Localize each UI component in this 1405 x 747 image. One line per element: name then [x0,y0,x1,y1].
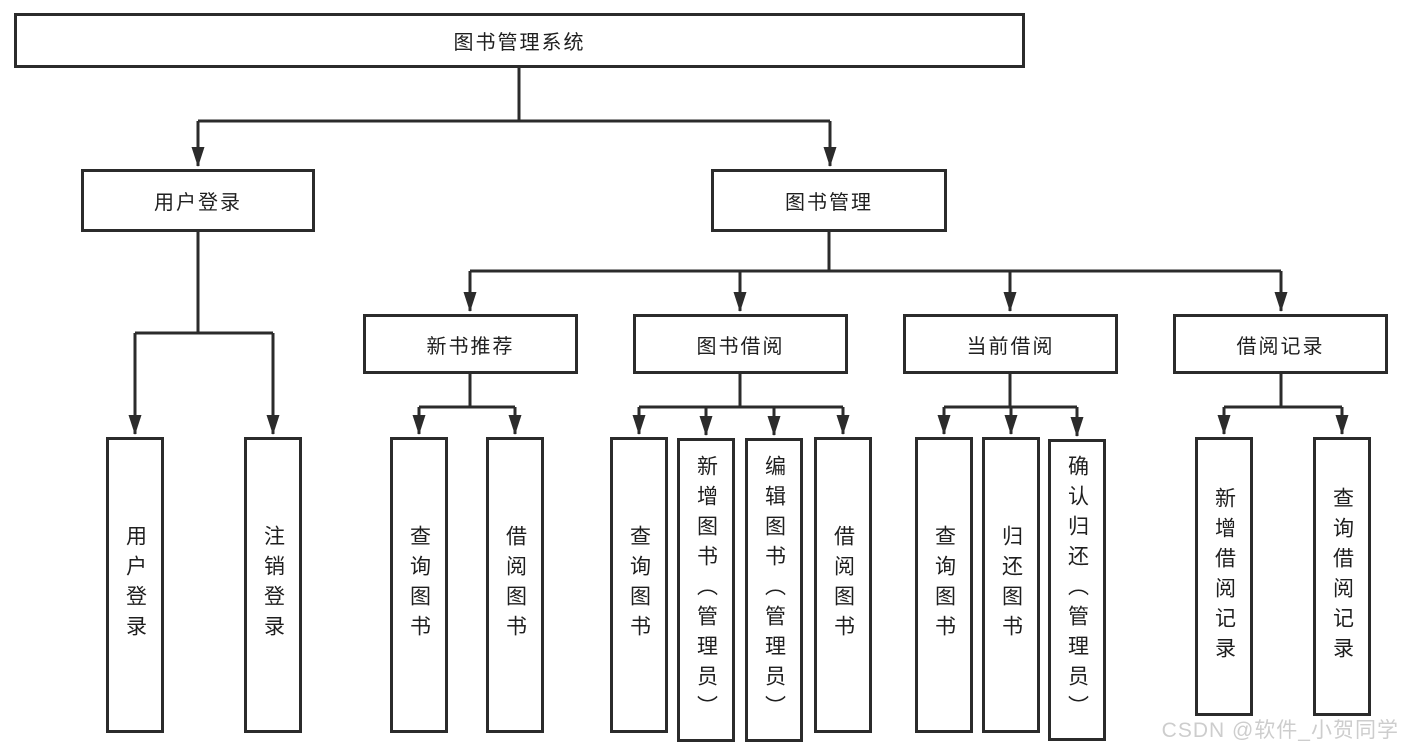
leaf-user-login-label: 用户登录 [123,525,147,645]
node-user-login: 用户登录 [81,169,315,232]
leaf-return-books: 归还图书 [982,437,1040,733]
node-book-management: 图书管理 [711,169,947,232]
leaf-borrow-books-2-label: 借阅图书 [831,525,855,645]
node-current-borrow: 当前借阅 [903,314,1118,374]
leaf-borrow-books-2: 借阅图书 [814,437,872,733]
connector-root-rail [198,68,830,123]
connector-new-book-rail [419,374,515,409]
leaf-confirm-return-admin-label: 确认归还（管理员） [1065,455,1089,725]
leaf-user-login: 用户登录 [106,437,164,733]
leaf-query-borrow-record-label: 查询借阅记录 [1330,486,1354,667]
node-root: 图书管理系统 [14,13,1025,68]
leaf-logout-label: 注销登录 [261,525,285,645]
leaf-query-books-3: 查询图书 [915,437,973,733]
leaf-add-book-admin-label: 新增图书（管理员） [694,455,718,725]
leaf-query-books-1-label: 查询图书 [407,525,431,645]
leaf-query-books-2: 查询图书 [610,437,668,733]
leaf-edit-book-admin: 编辑图书（管理员） [745,438,803,742]
leaf-add-borrow-record: 新增借阅记录 [1195,437,1253,716]
csdn-watermark: CSDN @软件_小贺同学 [1161,719,1399,742]
leaf-borrow-books-1-label: 借阅图书 [503,525,527,645]
connector-book-management-rail [470,232,1281,273]
node-borrow-records: 借阅记录 [1173,314,1388,374]
leaf-borrow-books-1: 借阅图书 [486,437,544,733]
leaf-logout: 注销登录 [244,437,302,733]
connector-book-borrow-rail [639,374,843,409]
node-new-book-recommend: 新书推荐 [363,314,578,374]
connector-current-borrow-rail [944,374,1077,409]
leaf-query-books-2-label: 查询图书 [627,525,651,645]
leaf-edit-book-admin-label: 编辑图书（管理员） [762,455,786,725]
leaf-query-borrow-record: 查询借阅记录 [1313,437,1371,716]
leaf-query-books-1: 查询图书 [390,437,448,733]
leaf-confirm-return-admin: 确认归还（管理员） [1048,439,1106,741]
connector-borrow-records-rail [1224,374,1342,409]
leaf-query-books-3-label: 查询图书 [932,525,956,645]
node-book-borrow: 图书借阅 [633,314,848,374]
connector-user-login-rail [135,232,273,335]
leaf-add-borrow-record-label: 新增借阅记录 [1212,486,1236,667]
leaf-return-books-label: 归还图书 [999,525,1023,645]
leaf-add-book-admin: 新增图书（管理员） [677,438,735,742]
